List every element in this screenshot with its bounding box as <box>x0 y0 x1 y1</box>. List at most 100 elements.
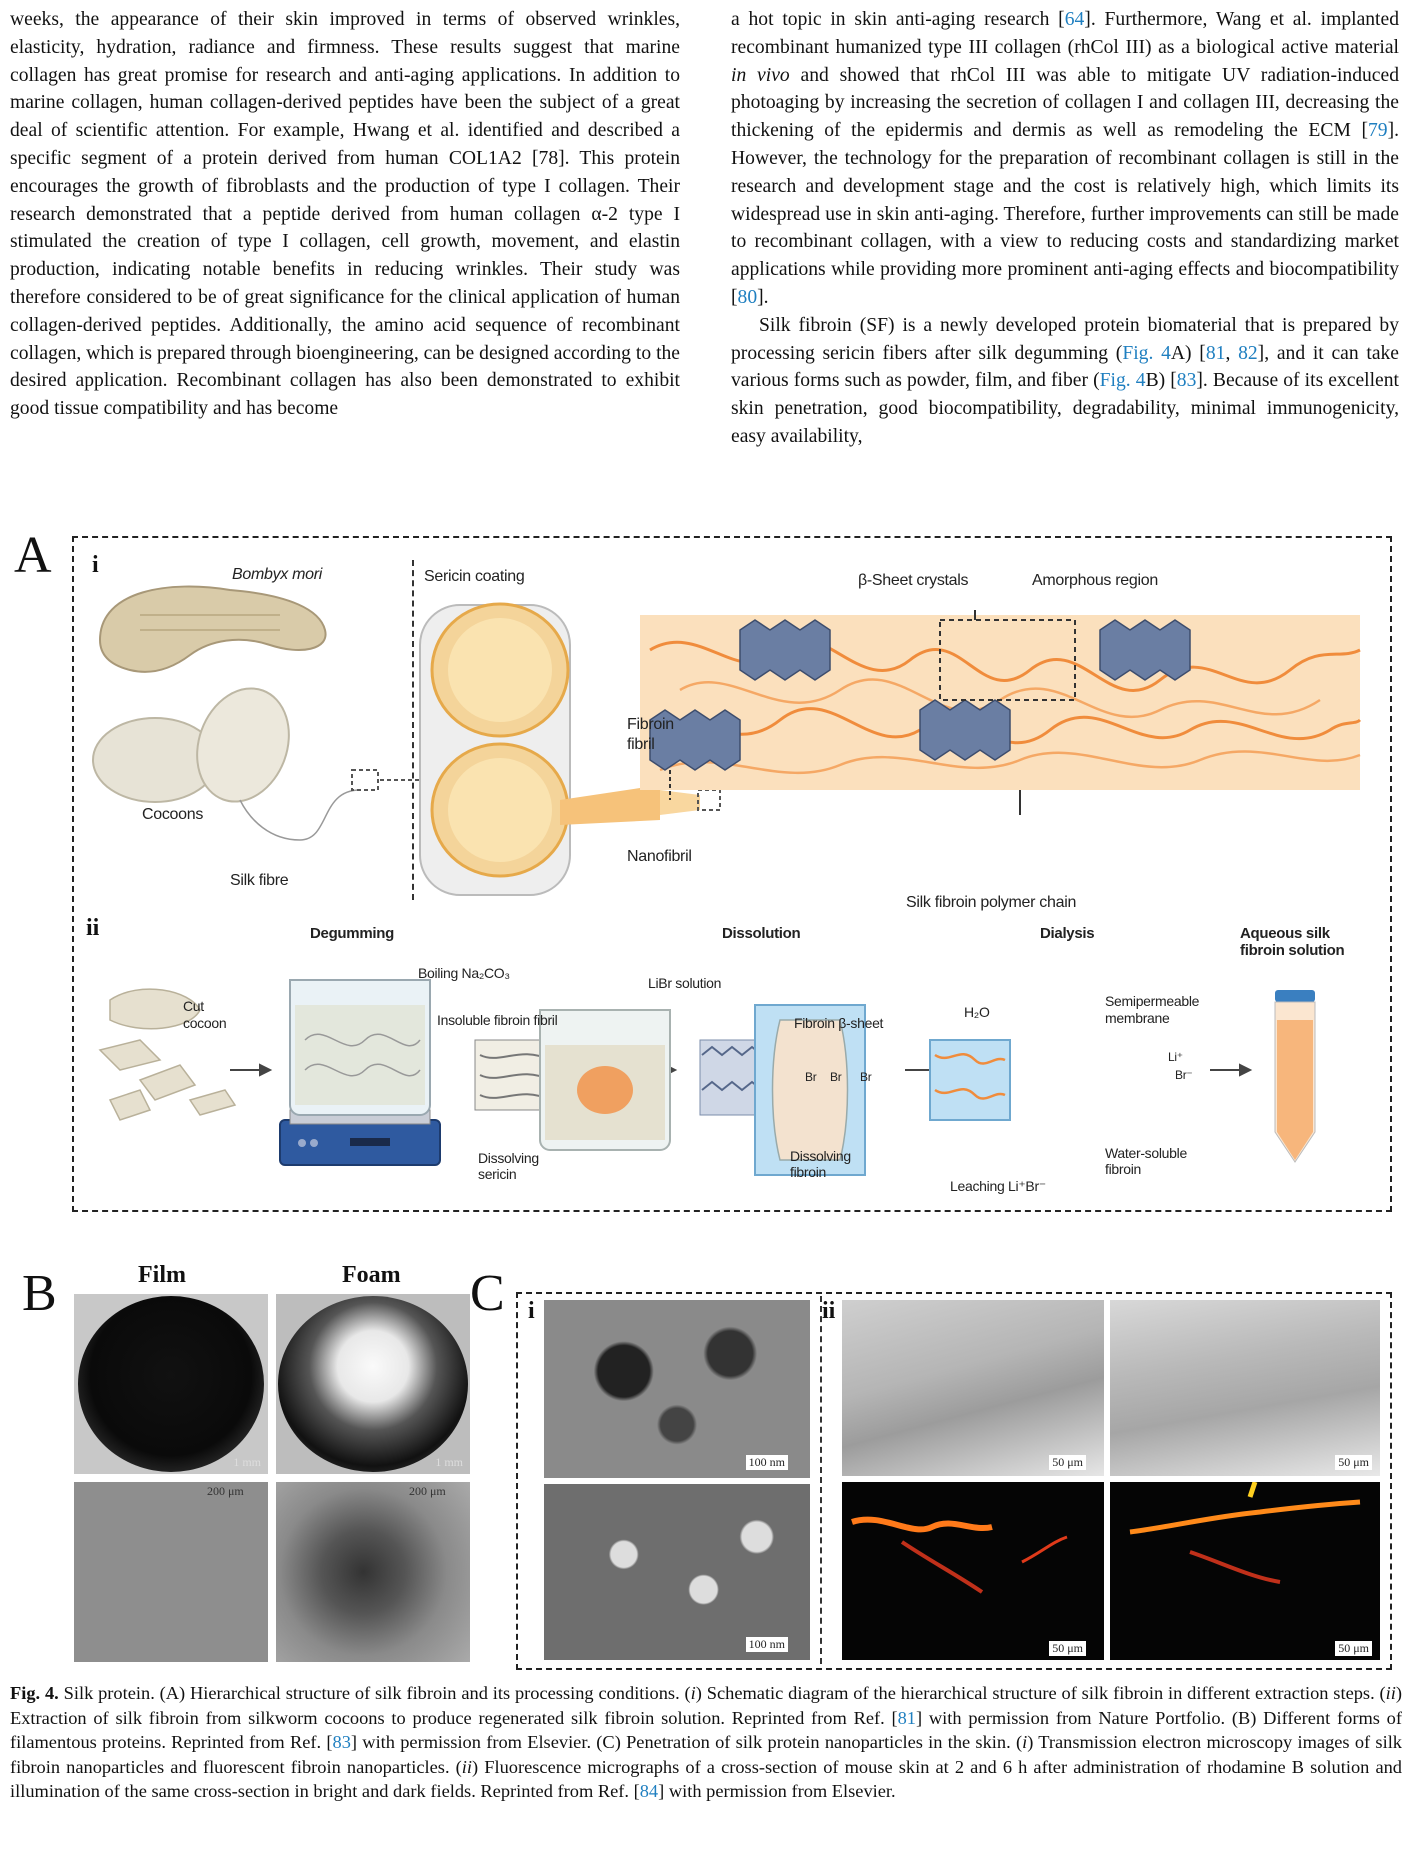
reference-link[interactable]: 82 <box>1238 342 1258 364</box>
panel-c-frame <box>516 1292 1392 1670</box>
scale-bar-label: 50 μm <box>1049 1455 1086 1470</box>
fluorescence-signal <box>851 1516 1068 1594</box>
text-run: ], and it can take various forms such as… <box>731 342 1400 392</box>
zoom-box <box>351 769 379 791</box>
label-h2o: H₂O <box>964 1004 990 1020</box>
label-cocoons: Cocoons <box>142 806 204 823</box>
italic-text: ii <box>1385 1683 1396 1703</box>
text-run: Silk fibroin (SF) is a newly developed p… <box>731 314 1399 364</box>
text-run: B) [ <box>1145 370 1177 392</box>
label-dissolving-sericin-line2: sericin <box>478 1166 517 1182</box>
fibre-cross-section <box>419 602 700 896</box>
label-beta-sheet-crystals: β-Sheet crystals <box>858 572 969 589</box>
subpanel-label-c-ii: ii <box>822 1298 836 1324</box>
figure-link[interactable]: Fig. 4 <box>1099 370 1146 392</box>
scale-bar-label: 50 μm <box>1049 1641 1086 1656</box>
fluorescence-signal <box>1129 1482 1361 1584</box>
foam-photo-macro: 1 mm <box>276 1294 470 1474</box>
label-sericin-coating: Sericin coating <box>424 568 525 585</box>
label-li-ion: Li⁺ <box>1168 1050 1183 1064</box>
divider-line <box>820 1296 822 1664</box>
reference-link[interactable]: 81 <box>897 1707 916 1728</box>
label-amorphous-region: Amorphous region <box>1032 572 1158 589</box>
fibroin-solution-tube <box>1274 990 1316 1163</box>
label-cut-line2: cocoon <box>183 1015 227 1031</box>
figure-link[interactable]: Fig. 4 <box>1122 342 1171 364</box>
reference-link[interactable]: 80 <box>737 286 758 308</box>
label-polymer-chain: Silk fibroin polymer chain <box>906 894 1077 911</box>
label-br-tag-2: Br <box>830 1070 842 1084</box>
label-nanofibril: Nanofibril <box>627 848 692 865</box>
tem-image-2: 100 nm <box>544 1484 810 1660</box>
scale-bar-label: 1 mm <box>435 1455 463 1469</box>
label-br-ion: Br⁻ <box>1175 1068 1193 1082</box>
text-run: ) Transmission electron microscopy image… <box>10 1732 1402 1777</box>
label-leaching: Leaching Li⁺Br⁻ <box>950 1178 1046 1194</box>
label-semipermeable-line1: Semipermeable <box>1105 993 1200 1009</box>
text-run: ) Fluorescence micrographs of a cross-se… <box>10 1756 1402 1802</box>
label-dissolution: Dissolution <box>722 925 801 942</box>
label-libr-solution: LiBr solution <box>648 975 722 991</box>
text-run: A) [ <box>1170 342 1206 364</box>
scale-bar-label: 100 nm <box>745 1637 788 1652</box>
silkworm-image <box>98 585 327 673</box>
label-boiling: Boiling Na₂CO₃ <box>418 965 510 981</box>
label-aqueous-line1: Aqueous silk <box>1240 925 1330 942</box>
text-run: ]. However, the technology for the prepa… <box>731 120 1399 308</box>
label-fibroin-beta-sheet: Fibroin β-sheet <box>794 1015 884 1031</box>
label-aqueous-line2: fibroin solution <box>1240 942 1345 959</box>
reference-link[interactable]: 81 <box>1205 342 1226 364</box>
bright-field-6h: 50 μm <box>1110 1300 1380 1476</box>
scale-bar-label: 50 μm <box>1335 1641 1372 1656</box>
film-photo-micro: 200 μm <box>74 1482 268 1662</box>
text-run: Silk protein. (A) Hierarchical structure… <box>58 1683 691 1703</box>
divider-line <box>412 560 414 900</box>
dark-field-6h: 50 μm <box>1110 1482 1380 1660</box>
film-disc <box>78 1296 264 1472</box>
panel-letter-c: C <box>470 1265 505 1322</box>
panel-a-frame <box>72 536 1392 1212</box>
subpanel-label-a-ii: ii <box>86 915 100 941</box>
scale-bar-label: 50 μm <box>1335 1455 1372 1470</box>
label-dissolving-sericin-line1: Dissolving <box>478 1150 539 1166</box>
panel-letter-a: A <box>14 527 52 584</box>
fibroin-chain-region <box>640 610 1362 815</box>
italic-text: i <box>690 1683 696 1703</box>
foam-photo-micro: 200 μm <box>276 1482 470 1662</box>
text-run: a hot topic in skin anti-aging research … <box>731 9 1065 30</box>
figure-caption: Fig. 4. Silk protein. (A) Hierarchical s… <box>10 1681 1402 1804</box>
label-silk-fibre: Silk fibre <box>230 872 289 889</box>
text-run: ]. Because of its excellent skin penetra… <box>731 370 1399 447</box>
text-run: ] with permission from Nature Portfolio.… <box>10 1707 1402 1753</box>
italic-text: in vivo <box>731 64 790 86</box>
text-run: ) Extraction of silk fibroin from silkwo… <box>10 1683 1403 1728</box>
left-text-column: weeks, the appearance of their skin impr… <box>10 6 680 423</box>
foam-disc <box>278 1296 468 1472</box>
text-run: and showed that rhCol III was able to mi… <box>731 64 1399 142</box>
label-film: Film <box>138 1262 186 1288</box>
tem-image-1: 100 nm <box>544 1300 810 1478</box>
left-paragraph: weeks, the appearance of their skin impr… <box>10 9 680 420</box>
label-semipermeable-line2: membrane <box>1105 1010 1170 1026</box>
reference-link[interactable]: 84 <box>639 1781 659 1802</box>
subpanel-label-c-i: i <box>528 1298 535 1324</box>
dialysis-cassette <box>754 1004 1011 1176</box>
dissolution-beaker <box>539 1009 671 1151</box>
reference-link[interactable]: 64 <box>1064 9 1085 30</box>
label-br-tag-3: Br <box>860 1070 872 1084</box>
label-bombyx-mori: Bombyx mori <box>232 566 323 583</box>
subpanel-label-a-i: i <box>92 552 99 578</box>
caption-label: Fig. 4. <box>10 1683 59 1703</box>
reference-link[interactable]: 83 <box>1176 370 1197 392</box>
reference-link[interactable]: 83 <box>332 1732 351 1753</box>
degumming-beaker <box>279 979 441 1166</box>
scale-bar-label: 200 μm <box>207 1484 244 1498</box>
text-run: ] with permission from Elsevier. (C) Pen… <box>350 1732 1023 1753</box>
bright-field-2h: 50 μm <box>842 1300 1104 1476</box>
label-water-soluble-line1: Water-soluble <box>1105 1145 1187 1161</box>
reference-link[interactable]: 79 <box>1367 120 1388 142</box>
cocoons-image <box>92 687 361 841</box>
scale-bar-label: 1 mm <box>233 1455 261 1469</box>
italic-text: ii <box>461 1756 473 1777</box>
label-cut-line1: Cut <box>183 998 204 1014</box>
